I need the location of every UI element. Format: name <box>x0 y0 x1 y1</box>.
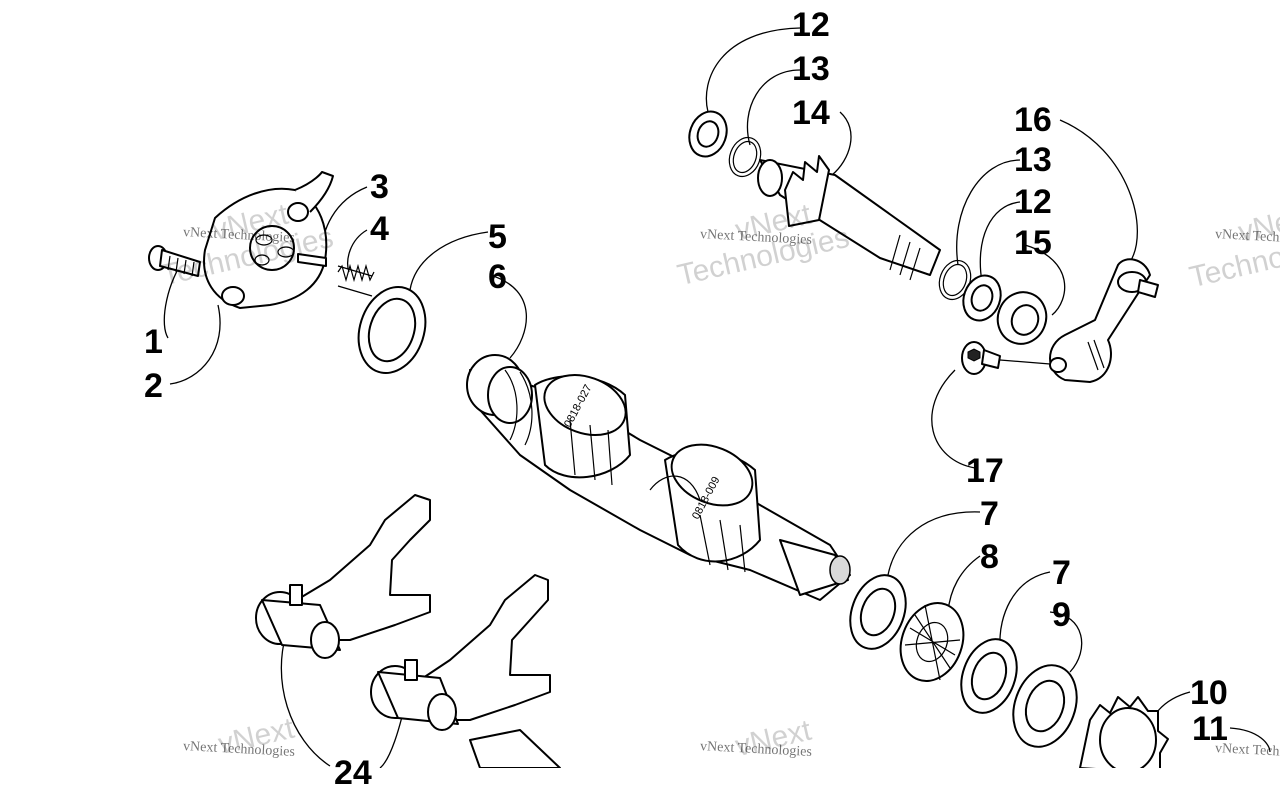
callout-7a: 7 <box>980 495 999 533</box>
callout-9: 9 <box>1052 596 1071 634</box>
callout-5: 5 <box>488 218 507 256</box>
lower-washers <box>849 574 1078 748</box>
callout-6: 6 <box>488 258 507 296</box>
callout-17: 17 <box>966 452 1004 490</box>
callout-14: 14 <box>792 94 830 132</box>
callout-2: 2 <box>144 367 163 405</box>
callout-11: 11 <box>1192 710 1228 748</box>
selector-cover-group <box>148 171 375 309</box>
right-washers <box>938 259 1048 345</box>
callout-10: 10 <box>1190 674 1228 712</box>
exploded-parts-diagram: 0818-027 0818-009 <box>148 27 1271 768</box>
callout-12a: 12 <box>792 6 830 44</box>
top-washers <box>688 110 762 178</box>
leader-lines <box>163 27 1271 768</box>
callout-8: 8 <box>980 538 999 576</box>
callout-12b: 12 <box>1014 183 1052 221</box>
callout-7b: 7 <box>1052 554 1071 592</box>
callout-24: 24 <box>334 754 372 792</box>
index-gear <box>1079 696 1169 768</box>
callout-1: 1 <box>144 323 163 361</box>
callout-13a: 13 <box>792 50 830 88</box>
callout-4: 4 <box>370 210 389 248</box>
shift-shaft <box>757 155 941 281</box>
callout-3: 3 <box>370 168 389 206</box>
callout-13b: 13 <box>1014 141 1052 179</box>
shift-lever <box>1049 258 1159 383</box>
shift-drum: 0818-027 0818-009 <box>466 354 851 601</box>
callout-15: 15 <box>1014 224 1052 262</box>
callout-16: 16 <box>1014 101 1052 139</box>
washer-5 <box>357 286 427 374</box>
bolt-17 <box>961 341 1051 375</box>
shift-forks <box>255 494 561 768</box>
